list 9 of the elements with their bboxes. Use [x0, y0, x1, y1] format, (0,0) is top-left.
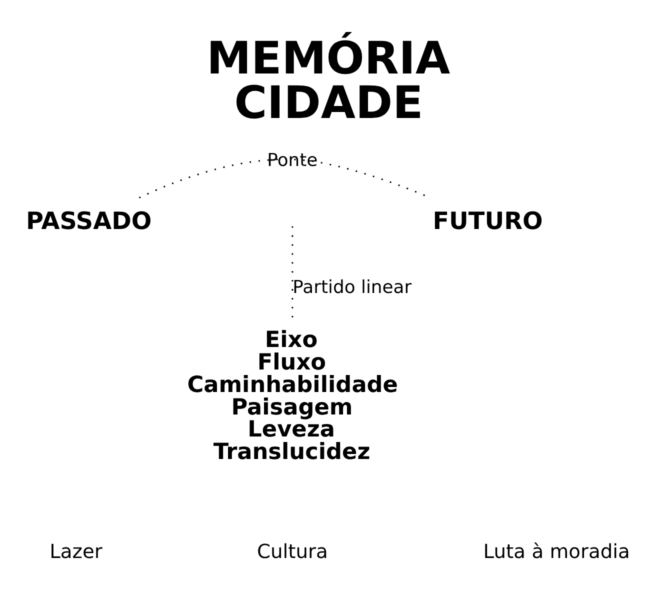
label: Cultura	[256, 540, 328, 564]
diagram-title: MEMÓRIA CIDADE	[206, 31, 450, 130]
node-text: FUTURO	[432, 206, 543, 235]
label: Luta à moradia	[483, 540, 630, 564]
node-text: PASSADO	[26, 206, 152, 235]
edge-label: Partido linear	[292, 276, 412, 298]
node-text: Eixo Fluxo Caminhabilidade Paisagem Leveza Translucidez	[187, 327, 398, 466]
label: Lazer	[50, 540, 102, 564]
edge-label: Ponte	[267, 150, 318, 171]
